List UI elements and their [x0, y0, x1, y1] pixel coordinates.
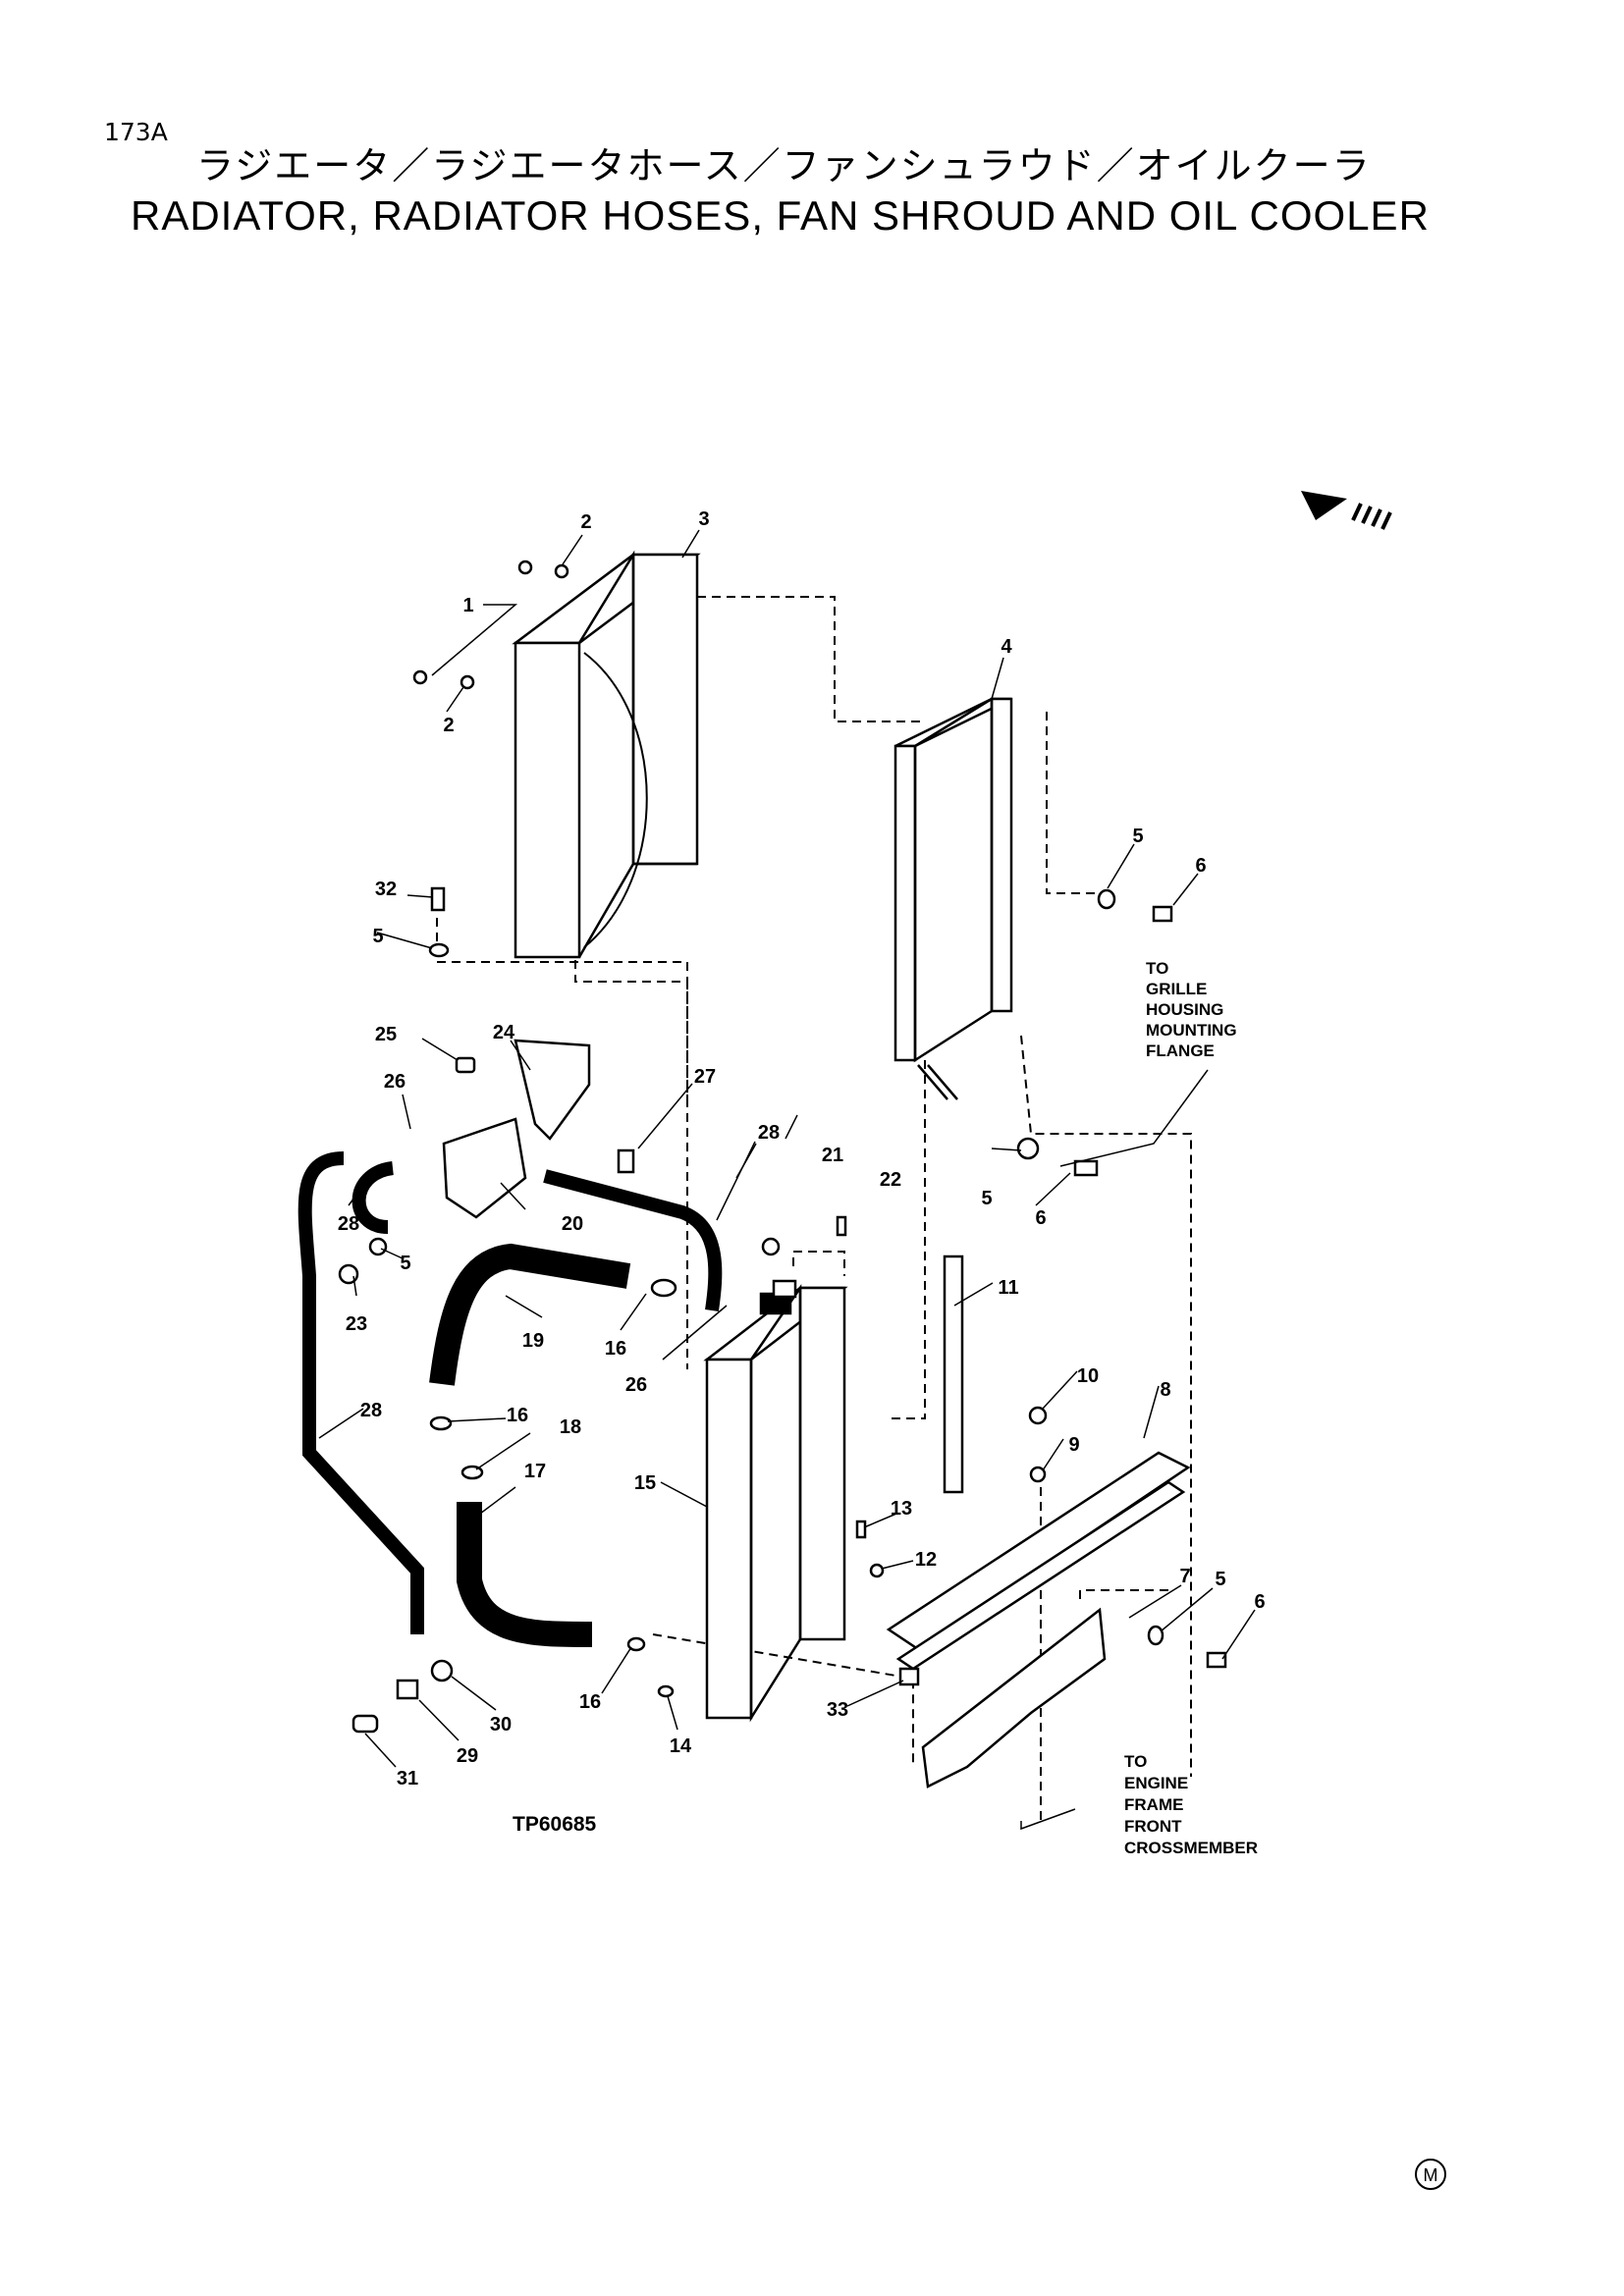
callout-18: 18	[560, 1416, 581, 1438]
callout-16a: 16	[605, 1338, 626, 1360]
note-engine-line-2: ENGINE	[1124, 1774, 1188, 1792]
callout-16b: 16	[507, 1405, 528, 1426]
callout-8: 8	[1160, 1379, 1170, 1401]
title-japanese: ラジエータ／ラジエータホース／ファンシュラウド／オイルクーラ	[196, 144, 1372, 187]
note-engine-line-3: FRAME	[1124, 1795, 1183, 1814]
radiator	[703, 1279, 848, 1723]
callout-14: 14	[670, 1735, 692, 1757]
callout-6b: 6	[1035, 1207, 1046, 1229]
callout-27: 27	[694, 1066, 716, 1088]
note-engine-line-5: CROSSMEMBER	[1124, 1839, 1258, 1857]
leader-lines	[318, 529, 1256, 1831]
callout-1: 1	[462, 595, 473, 616]
note-grille-line-2: GRILLE	[1146, 980, 1207, 998]
callout-labels: 1 2 2 3 4 5 6 5 6 32 5 25 24 26 27 28 21…	[338, 508, 1266, 1789]
seal-strip	[943, 1255, 964, 1494]
callout-23: 23	[346, 1313, 367, 1335]
callout-12: 12	[915, 1549, 937, 1571]
circled-m-letter: M	[1424, 2165, 1438, 2185]
fan-shroud	[512, 550, 701, 959]
callout-11: 11	[998, 1277, 1018, 1299]
figure-code: TP60685	[513, 1813, 597, 1836]
callout-20: 20	[562, 1213, 583, 1235]
callout-33: 33	[827, 1699, 848, 1721]
callout-6a: 6	[1195, 855, 1206, 877]
callout-5c: 5	[372, 926, 383, 947]
callout-28b: 28	[338, 1213, 359, 1235]
callout-5a: 5	[1132, 826, 1143, 847]
callout-16c: 16	[579, 1691, 601, 1713]
callout-10: 10	[1077, 1365, 1099, 1387]
note-grille: TO GRILLE HOUSING MOUNTING FLANGE	[1146, 959, 1237, 1060]
callout-5e: 5	[1215, 1569, 1225, 1590]
note-engine-line-4: FRONT	[1124, 1817, 1182, 1836]
callout-3: 3	[698, 508, 709, 530]
callout-19: 19	[522, 1330, 544, 1352]
title-english: RADIATOR, RADIATOR HOSES, FAN SHROUD AND…	[131, 192, 1430, 239]
reservoir-tank	[442, 1039, 635, 1219]
hardware	[338, 560, 1227, 1734]
callout-4: 4	[1001, 636, 1012, 658]
callout-17: 17	[524, 1461, 546, 1482]
hoses	[298, 1151, 723, 1647]
callout-26a: 26	[384, 1071, 406, 1093]
callout-28c: 28	[360, 1400, 382, 1421]
callout-5b: 5	[981, 1188, 992, 1209]
note-grille-line-5: FLANGE	[1146, 1041, 1215, 1060]
callout-15: 15	[634, 1472, 656, 1494]
callout-26b: 26	[625, 1374, 647, 1396]
note-grille-line-3: HOUSING	[1146, 1000, 1223, 1019]
callout-25: 25	[375, 1024, 397, 1045]
callout-22: 22	[880, 1169, 901, 1191]
note-grille-line-1: TO	[1146, 959, 1168, 978]
oil-cooler	[893, 696, 1013, 1100]
callout-32: 32	[375, 879, 397, 900]
callout-2a: 2	[580, 511, 591, 533]
callout-24: 24	[493, 1022, 515, 1043]
callout-31: 31	[397, 1768, 418, 1789]
note-grille-line-4: MOUNTING	[1146, 1021, 1237, 1040]
page-number: 173A	[104, 118, 168, 146]
note-engine: TO ENGINE FRAME FRONT CROSSMEMBER	[1124, 1752, 1258, 1857]
callout-30: 30	[490, 1714, 512, 1735]
callout-28a: 28	[758, 1122, 780, 1144]
callout-7: 7	[1179, 1566, 1190, 1587]
lower-rails	[886, 1451, 1191, 1789]
callout-6c: 6	[1254, 1591, 1265, 1613]
callout-2b: 2	[443, 715, 454, 736]
direction-arrow-icon	[1301, 491, 1392, 530]
callout-13: 13	[891, 1498, 912, 1520]
callout-29: 29	[457, 1745, 478, 1767]
callout-9: 9	[1068, 1434, 1079, 1456]
callout-21: 21	[822, 1145, 843, 1166]
circled-m-mark: M	[1415, 2159, 1446, 2190]
note-engine-line-1: TO	[1124, 1752, 1147, 1771]
callout-5d: 5	[400, 1253, 410, 1274]
